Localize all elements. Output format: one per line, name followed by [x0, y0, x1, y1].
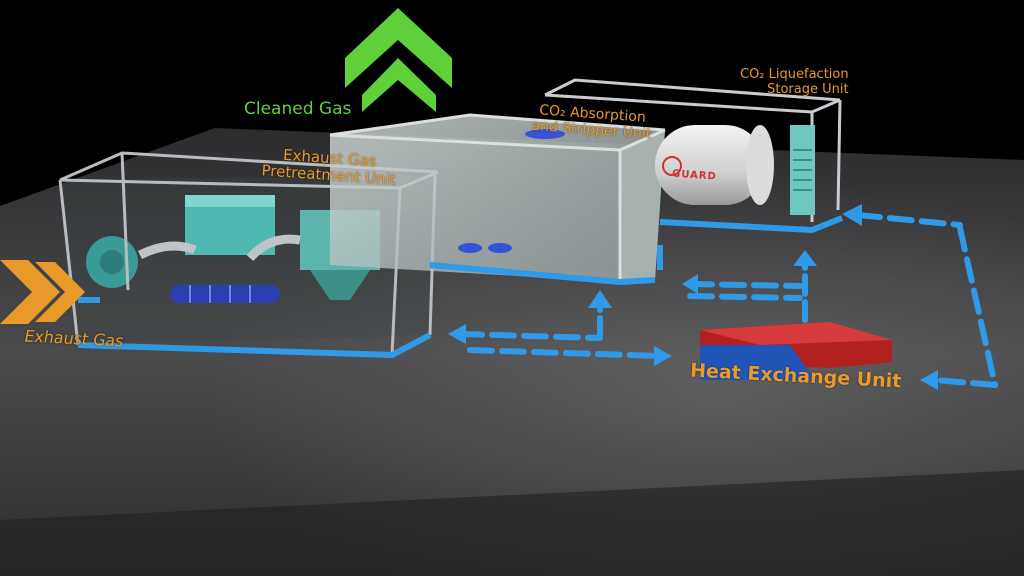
exhaust-inlet-chevrons-icon — [0, 260, 85, 324]
floor-shadow-edge — [0, 470, 1024, 576]
absorption-stripper-unit — [329, 113, 666, 286]
heat-exchanger-tube — [170, 285, 280, 303]
cleaned-gas-up-arrows-icon — [345, 8, 452, 112]
liquefaction-label-line2: Storage Unit — [767, 81, 849, 97]
flow-lines — [457, 212, 998, 388]
hx-blue-block — [700, 345, 815, 380]
storage-tank — [655, 125, 765, 205]
flow-arrowheads — [448, 204, 938, 390]
liquefaction-label-line1: CO₂ Liquefaction — [740, 67, 849, 82]
cleaned-gas-label: Cleaned Gas — [244, 99, 352, 119]
liquefaction-unit-label: CO₂ Liquefaction Storage Unit — [740, 67, 849, 98]
liquefaction-storage-unit — [544, 78, 844, 234]
guard-logo-icon — [662, 156, 682, 176]
heat-exchange-unit — [700, 322, 892, 380]
